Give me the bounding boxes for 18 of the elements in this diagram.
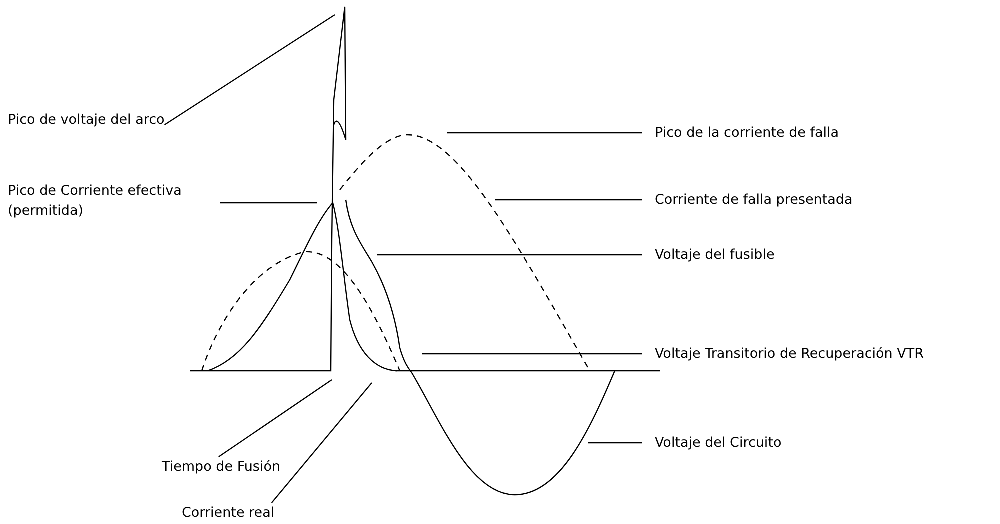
callout-label: Voltaje del fusible bbox=[642, 245, 775, 265]
leader-line bbox=[377, 254, 642, 256]
leader-line bbox=[164, 14, 336, 126]
callout-label: Tiempo de Fusión bbox=[162, 457, 281, 477]
leader-line bbox=[220, 202, 317, 204]
callout-label: Pico de la corriente de falla bbox=[642, 123, 840, 143]
callout-label: Pico de voltaje del arco bbox=[8, 110, 165, 130]
leader-line bbox=[447, 132, 642, 134]
leader-line bbox=[588, 442, 642, 444]
callout-label: Voltaje del Circuito bbox=[642, 433, 782, 453]
callout-label: Pico de Corriente efectiva (permitida) bbox=[8, 181, 198, 221]
callout-label: Corriente de falla presentada bbox=[642, 190, 853, 210]
leader-line bbox=[422, 353, 642, 355]
leader-line bbox=[218, 380, 332, 458]
callout-label: Corriente real bbox=[182, 503, 275, 523]
leader-line bbox=[495, 199, 642, 201]
callout-label: Voltaje Transitorio de Recuperación VTR bbox=[642, 344, 924, 364]
leader-line bbox=[271, 382, 372, 504]
